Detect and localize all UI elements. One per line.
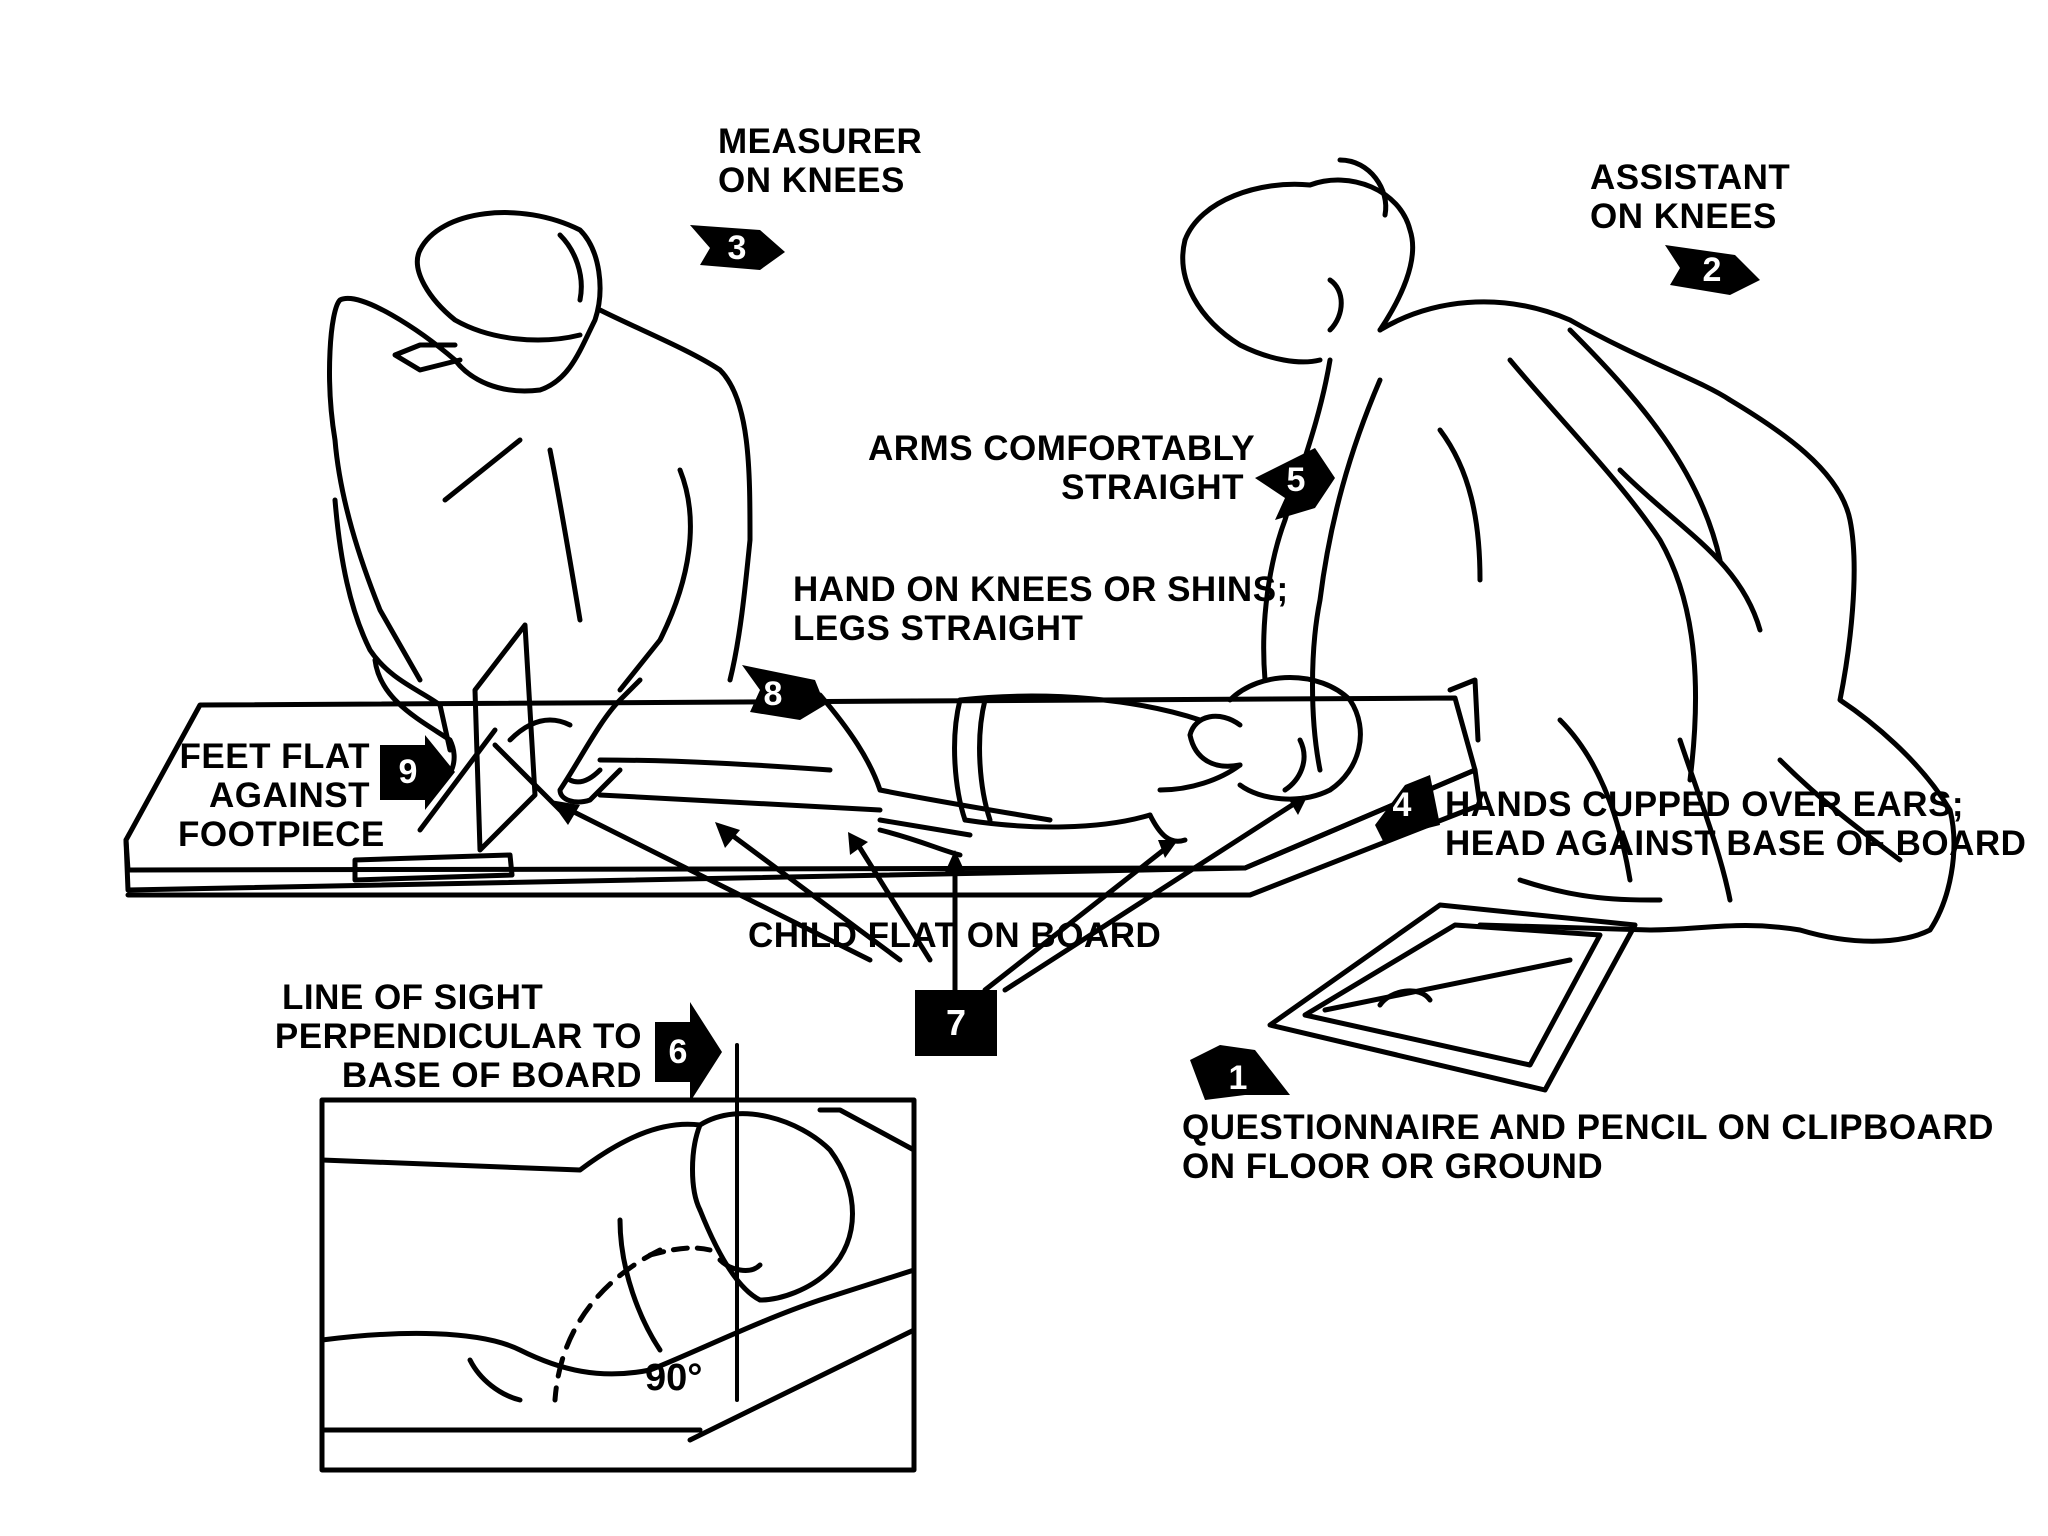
label-5-line-2: STRAIGHT	[1061, 468, 1244, 507]
label-3-line-2: ON KNEES	[718, 161, 905, 200]
arrow-marker-6: 6	[655, 1002, 722, 1102]
angle-90-label: 90°	[645, 1357, 703, 1399]
label-5-line-1: ARMS COMFORTABLY	[868, 429, 1256, 468]
arrow-marker-5: 5	[1255, 448, 1335, 520]
label-6-line-1: LINE OF SIGHT	[282, 978, 544, 1017]
marker-9-number: 9	[399, 753, 418, 791]
arrow-marker-9: 9	[380, 735, 455, 810]
marker-4-number: 4	[1393, 786, 1412, 824]
inset-panel	[319, 1097, 917, 1473]
label-hand-on-knees: HAND ON KNEES OR SHINS; LEGS STRAIGHT	[793, 570, 1289, 648]
marker-6-number: 6	[669, 1033, 688, 1071]
child-flat-pointer-lines	[557, 797, 1303, 993]
label-line-of-sight: LINE OF SIGHT PERPENDICULAR TO BASE OF B…	[262, 978, 642, 1095]
label-9-line-1: FEET FLAT	[179, 737, 370, 776]
label-1-line-1: QUESTIONNAIRE AND PENCIL ON CLIPBOARD	[1182, 1108, 1994, 1147]
clipboard	[1267, 902, 1638, 1093]
arrow-marker-1: 1	[1190, 1045, 1290, 1100]
measurer-figure	[327, 210, 753, 805]
label-arms-comfortably-straight: ARMS COMFORTABLY STRAIGHT	[868, 429, 1256, 507]
label-2-line-1: ASSISTANT	[1590, 158, 1791, 197]
badge-number-7: 7	[915, 990, 997, 1056]
label-2-line-2: ON KNEES	[1590, 197, 1777, 236]
footpiece	[417, 622, 563, 853]
label-9-line-2: AGAINST	[209, 776, 370, 815]
arrow-marker-3: 3	[690, 225, 785, 270]
label-hands-cupped-over-ears: HANDS CUPPED OVER EARS; HEAD AGAINST BAS…	[1445, 785, 2026, 863]
label-7-line-1: CHILD FLAT ON BOARD	[748, 916, 1162, 955]
label-6-line-2: PERPENDICULAR TO	[274, 1017, 642, 1056]
label-1-line-2: ON FLOOR OR GROUND	[1182, 1147, 1604, 1186]
arrow-marker-2: 2	[1665, 245, 1760, 295]
label-6-line-3: BASE OF BOARD	[341, 1056, 642, 1095]
label-child-flat-on-board: CHILD FLAT ON BOARD	[748, 916, 1161, 955]
label-assistant-on-knees: ASSISTANT ON KNEES	[1590, 158, 1790, 236]
label-measurer-on-knees: MEASURER ON KNEES	[718, 122, 922, 200]
label-questionnaire-on-clipboard: QUESTIONNAIRE AND PENCIL ON CLIPBOARD ON…	[1182, 1108, 1994, 1186]
assistant-figure	[1180, 157, 1957, 944]
label-4-line-1: HANDS CUPPED OVER EARS;	[1445, 785, 1965, 824]
marker-8-number: 8	[764, 675, 783, 713]
badge-7-text: 7	[945, 1002, 967, 1043]
marker-5-number: 5	[1287, 461, 1306, 499]
child-figure	[507, 675, 1363, 858]
label-4-line-2: HEAD AGAINST BASE OF BOARD	[1445, 824, 2027, 863]
label-3-line-1: MEASURER	[718, 122, 923, 161]
dashed-head-line	[552, 1247, 663, 1403]
label-8-line-2: LEGS STRAIGHT	[793, 609, 1084, 648]
arrow-marker-8: 8	[742, 665, 825, 720]
label-9-line-3: FOOTPIECE	[178, 815, 385, 854]
marker-1-number: 1	[1229, 1059, 1248, 1097]
arrow-marker-4: 4	[1375, 775, 1440, 845]
label-feet-flat-against-footpiece: FEET FLAT AGAINST FOOTPIECE	[178, 737, 385, 854]
label-8-line-1: HAND ON KNEES OR SHINS;	[793, 570, 1289, 609]
marker-2-number: 2	[1703, 251, 1722, 289]
marker-3-number: 3	[728, 229, 747, 267]
